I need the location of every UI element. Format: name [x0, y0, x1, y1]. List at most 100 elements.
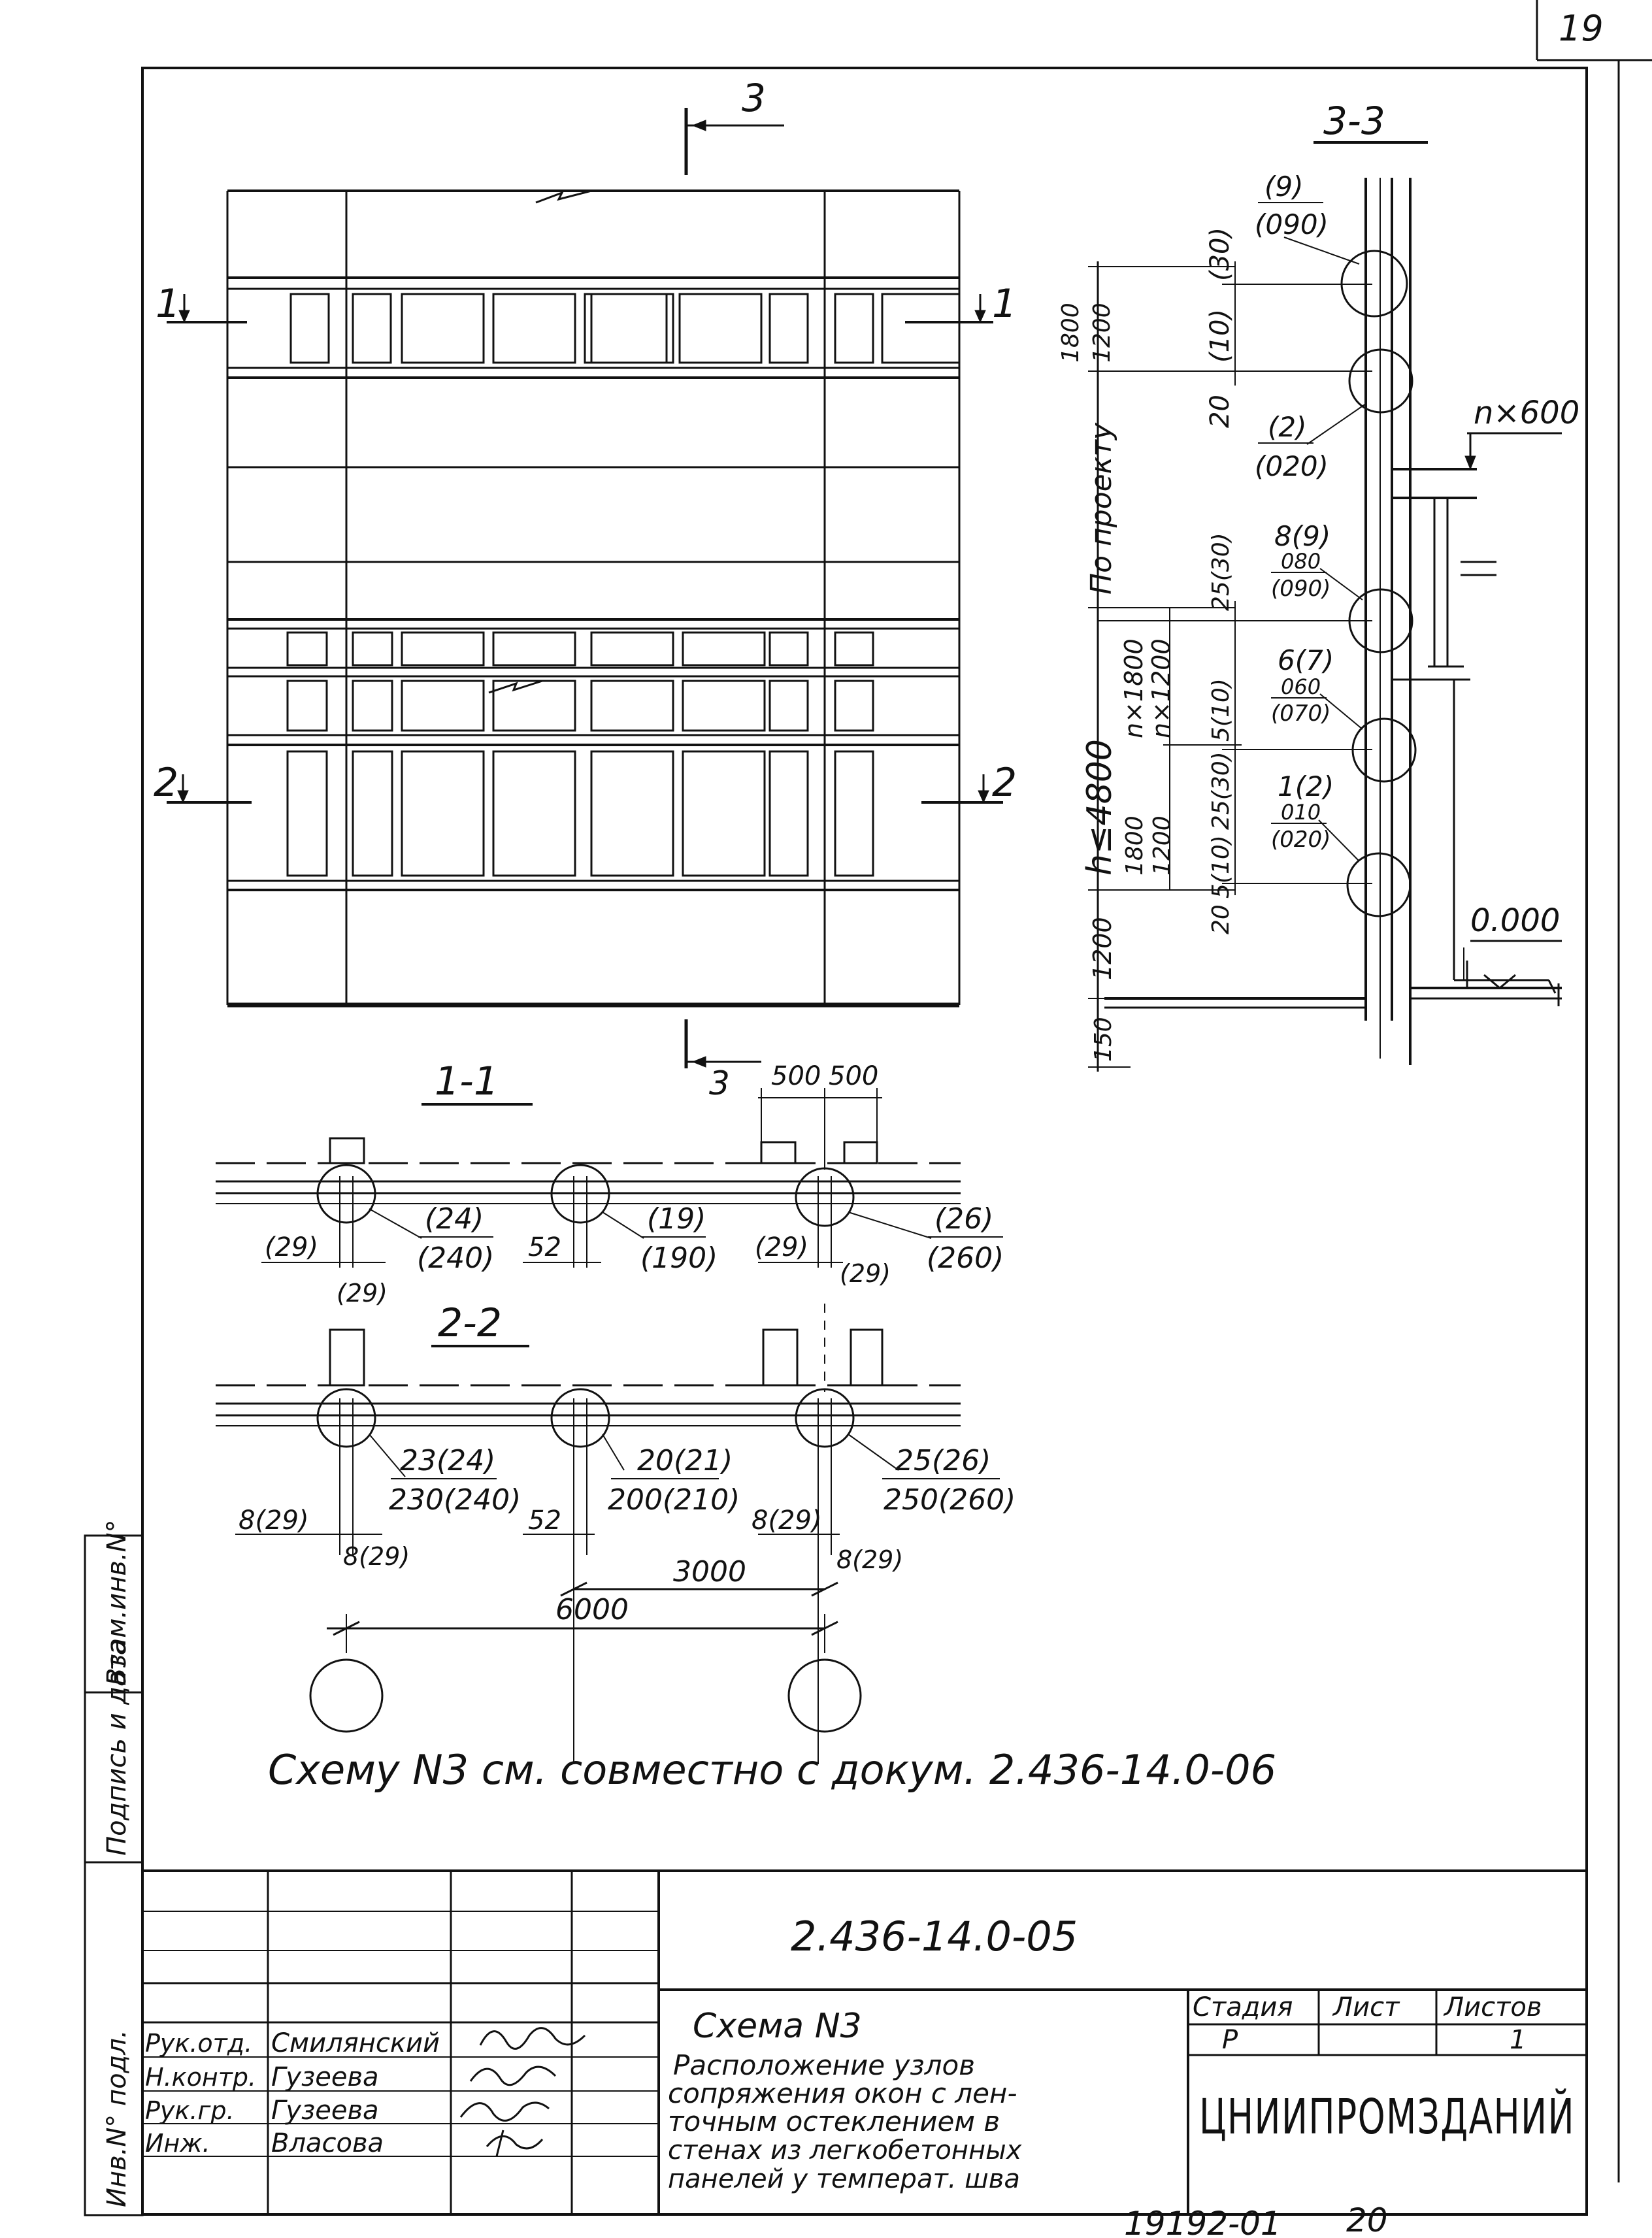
section-2-mark-left: 2 [154, 760, 178, 806]
dim-1800-low: 1800 [1121, 815, 1148, 876]
scheme-desc-1: Расположение узлов [673, 2049, 975, 2081]
s11-small-52: 52 [528, 1232, 561, 1262]
drawing-note: Схему N3 см. совместно с докум. 2.436-14… [268, 1746, 1276, 1794]
stage-header: Стадия [1193, 1992, 1293, 2022]
dim-500-left: 500 [771, 1061, 821, 1091]
organization: ЦНИИПРОМЗДАНИЙ [1199, 2088, 1575, 2145]
scheme-title: Схема N3 [693, 2007, 862, 2046]
s22-small-52: 52 [528, 1506, 561, 1536]
node-8-mid: 080 [1281, 549, 1321, 574]
facade-elevation [167, 108, 1003, 1068]
node-2-top: (2) [1268, 411, 1307, 443]
dim-500-right: 500 [829, 1061, 878, 1091]
staff-name-4: Власова [271, 2128, 384, 2158]
dim-20a: 20 [1205, 395, 1235, 428]
sheets-value: 1 [1510, 2025, 1526, 2055]
level-0-000: 0.000 [1470, 902, 1560, 939]
section-1-mark-left: 1 [156, 281, 180, 327]
strip-inv-podl: Инв.N° подл. [102, 2030, 132, 2207]
cut-3-label-bottom: 3 [709, 1064, 730, 1102]
signature-2 [469, 2065, 557, 2086]
section-2-mark-right: 2 [992, 760, 1017, 806]
section-3-3-dims: (30) (10) 20 1800 1200 По проекту 25(30)… [1057, 227, 1235, 1062]
dim-5a: 5(10) [1208, 678, 1234, 742]
staff-role-4: Инж. [145, 2129, 210, 2158]
dim-30: (30) [1205, 227, 1235, 281]
scheme-desc-3: точным остеклением в [668, 2105, 1000, 2137]
stage-value: Р [1222, 2025, 1238, 2055]
strip-vzam: Взам.инв.N° [102, 1520, 132, 1686]
s11-small-29-c: (29) [755, 1232, 808, 1262]
sheets-header: Листов [1443, 1992, 1542, 2022]
s22-small-8-29-b: 8(29) [343, 1542, 410, 1571]
section-2-2-title: 2-2 [438, 1300, 502, 1346]
node-6-top: 6(7) [1278, 644, 1334, 676]
dim-1200-low: 1200 [1149, 815, 1176, 876]
node-9-top: (9) [1264, 171, 1304, 203]
section-3-3-node-labels: (9) (090) (2) (020) 8(9) 080 (090) 6(7) … [1255, 171, 1334, 853]
dim-3000: 3000 [673, 1555, 746, 1588]
dim-n-1200: n×1200 [1147, 638, 1176, 738]
strip-podpis: Подпись и дата [102, 1639, 132, 1856]
signature-1 [479, 2027, 586, 2050]
node-1-top: 1(2) [1278, 770, 1334, 802]
s22-small-8-29-c: 8(29) [752, 1506, 822, 1536]
s11-small-29-b: (29) [337, 1279, 388, 1308]
cut-3-label-top: 3 [742, 76, 766, 120]
sheet-frame [141, 0, 1652, 2216]
node-1-bottom: (020) [1271, 827, 1330, 853]
dim-po-proektu: По проекту [1085, 422, 1118, 595]
scheme-desc-2: сопряжения окон с лен- [668, 2077, 1017, 2109]
section-3-3-title: 3-3 [1323, 99, 1385, 143]
node-2-bottom: (020) [1255, 450, 1329, 482]
staff-name-2: Гузеева [271, 2062, 379, 2092]
section-1-1-title: 1-1 [435, 1059, 499, 1104]
bottom-number: 19192-01 [1124, 2205, 1281, 2238]
dim-1200-floor: 1200 [1088, 917, 1117, 980]
node-6-mid: 060 [1281, 674, 1321, 699]
title-block [142, 1869, 1587, 2214]
page-number: 19 [1559, 8, 1604, 49]
dim-25b: 25(30) [1208, 751, 1234, 830]
dim-150: 150 [1090, 1017, 1117, 1062]
s11-node-24-bottom: (240) [417, 1242, 494, 1275]
s22-small-8-29-a: 8(29) [239, 1506, 309, 1536]
section-3-3 [1088, 141, 1562, 1072]
node-1-mid: 010 [1281, 800, 1321, 825]
sheet-header: Лист [1332, 1992, 1400, 2022]
dim-n-600: n×600 [1474, 395, 1579, 431]
s11-node-26-top: (26) [934, 1202, 993, 1236]
dim-1200-top: 1200 [1089, 303, 1115, 363]
staff-role-3: Рук.гр. [145, 2096, 235, 2125]
node-6-bottom: (070) [1271, 700, 1330, 727]
staff-role-1: Рук.отд. [145, 2029, 252, 2058]
dim-5b: 5(10) [1208, 835, 1234, 898]
dim-25a: 25(30) [1208, 533, 1234, 611]
bottom-sheet: 20 [1346, 2201, 1388, 2238]
dim-10: (10) [1205, 309, 1235, 363]
scheme-desc-4: стенах из легкобетонных [668, 2135, 1022, 2165]
s22-small-8-29-d: 8(29) [836, 1545, 903, 1574]
dim-20b: 20 [1208, 904, 1234, 934]
s22-node-20-top: 20(21) [637, 1444, 733, 1477]
staff-role-2: Н.контр. [145, 2063, 256, 2092]
left-binding-strip: Инв.N° подл. Подпись и дата Взам.инв.N° [84, 1520, 144, 2216]
s11-node-24-top: (24) [425, 1202, 484, 1236]
signature-4 [486, 2130, 544, 2157]
dim-n-1800: n×1800 [1119, 638, 1148, 738]
s22-node-25-top: 25(26) [895, 1444, 991, 1477]
section-1-1 [216, 1088, 961, 1268]
staff-name-3: Гузеева [271, 2096, 379, 2126]
node-8-top: 8(9) [1274, 520, 1330, 552]
dim-1800-top: 1800 [1057, 303, 1084, 363]
s11-small-29-a: (29) [265, 1232, 318, 1262]
staff-name-1: Смилянский [271, 2028, 440, 2058]
doc-code: 2.436-14.0-05 [791, 1913, 1078, 1960]
dim-h-4800: h≤4800 [1080, 739, 1119, 876]
scheme-desc-5: панелей у температ. шва [668, 2164, 1020, 2194]
s22-node-23-bottom: 230(240) [389, 1483, 521, 1517]
node-8-bottom: (090) [1271, 576, 1330, 602]
node-9-bottom: (090) [1255, 208, 1329, 240]
s22-node-23-top: 23(24) [400, 1444, 495, 1477]
